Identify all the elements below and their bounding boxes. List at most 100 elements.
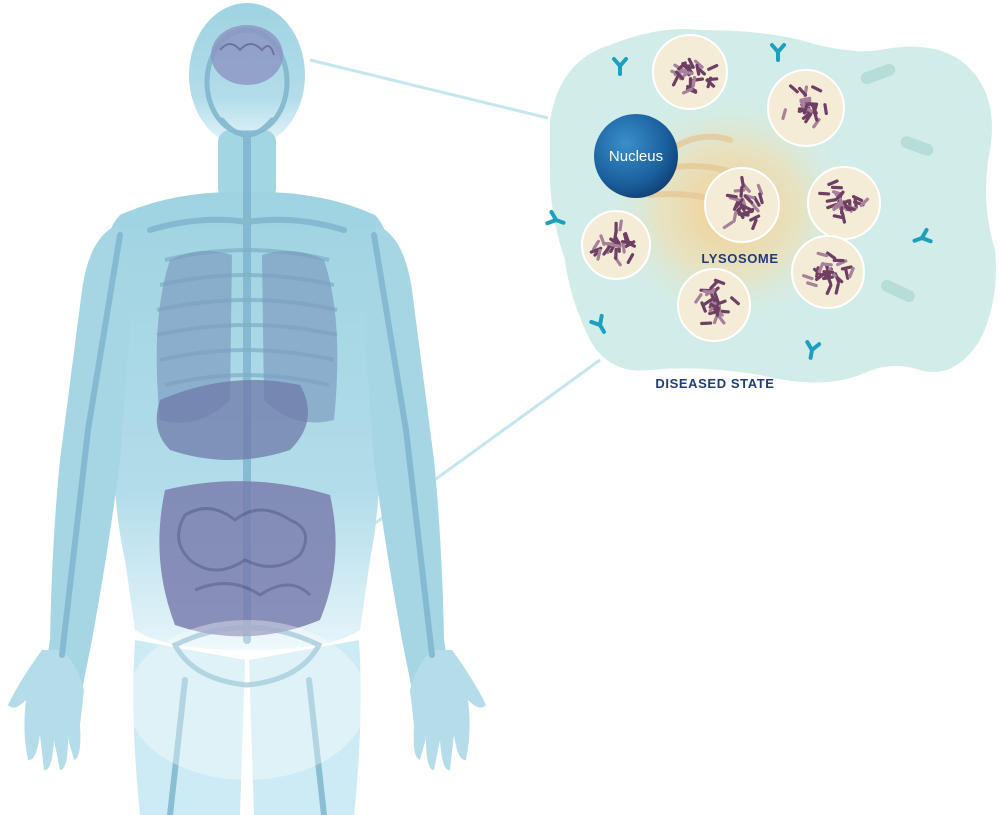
lysosome: [581, 210, 651, 280]
substrate-rod: [812, 109, 819, 122]
substrate-rod: [848, 266, 855, 279]
substrate-rod: [832, 258, 845, 263]
liver-stomach: [156, 380, 308, 460]
nucleus-label: Nucleus: [609, 148, 663, 165]
substrate-rod: [681, 70, 694, 75]
receptor-icon: [612, 57, 628, 76]
substrate-rod: [802, 274, 814, 281]
substrate-rod: [818, 191, 831, 196]
brain: [211, 25, 283, 85]
substrate-rod: [732, 211, 738, 223]
substrate-rod: [700, 321, 713, 326]
substrate-rod: [840, 211, 847, 224]
substrate-rod: [673, 68, 685, 77]
diseased-state-label: DISEASED STATE: [655, 376, 774, 391]
substrate-rod: [812, 117, 821, 129]
pelvis-glow: [127, 620, 367, 780]
substrate-rod: [804, 112, 813, 124]
substrate-rod: [833, 199, 844, 209]
receptor-group: [545, 43, 933, 360]
substrate-rod: [609, 237, 620, 246]
substrate-rod: [687, 57, 695, 69]
substrate-rod: [830, 185, 843, 190]
substrate-rod: [702, 298, 713, 307]
substrate-rod: [749, 214, 761, 222]
substrate-rod: [713, 291, 720, 303]
substrate-rod: [788, 84, 799, 94]
substrate-rod: [592, 239, 601, 251]
substrate-rod: [799, 96, 812, 102]
substrate-rod: [602, 245, 611, 256]
substrate-rod: [739, 185, 744, 198]
substrate-rod: [811, 85, 823, 93]
substrate-rod: [730, 296, 740, 306]
substrate-rod: [851, 194, 864, 203]
substrate-rod: [859, 197, 870, 208]
substrate-rod: [835, 190, 845, 201]
substrate-rod: [758, 192, 764, 205]
substrate-rod: [609, 243, 622, 248]
substrate-rod: [725, 193, 738, 199]
substrate-rod: [822, 270, 835, 274]
substrate-rod: [671, 75, 680, 87]
substrate-rod: [738, 200, 746, 212]
substrate-rod: [750, 202, 760, 213]
substrate-rod: [840, 265, 853, 271]
substrate-rod: [743, 194, 754, 205]
substrate-rod: [844, 205, 856, 212]
substrate-rod: [691, 75, 697, 88]
substrate-rod: [832, 202, 843, 211]
substrate-rod: [781, 108, 787, 121]
substrate-rod: [694, 293, 703, 304]
substrate-rod: [613, 229, 618, 241]
substrate-rod: [681, 87, 694, 95]
substrate-rod: [815, 266, 820, 279]
substrate-rod: [826, 202, 838, 210]
substrate-rod: [832, 214, 845, 220]
lysosome: [807, 166, 881, 240]
substrate-rod: [806, 281, 818, 288]
substrate-rod: [709, 302, 721, 311]
substrate-rod: [717, 314, 726, 325]
substrate-rod: [816, 251, 829, 258]
substrate-rod: [626, 253, 635, 265]
substrate-rod: [693, 59, 704, 69]
receptor-icon: [545, 209, 566, 226]
substrate-rod: [614, 247, 618, 260]
substrate-rod: [736, 208, 745, 220]
substrate-rod: [596, 248, 602, 261]
intestines: [159, 481, 336, 637]
skeleton: [59, 27, 435, 815]
substrate-rod: [740, 175, 745, 188]
substrate-rod: [825, 198, 838, 203]
lysosome-label: LYSOSOME: [701, 251, 778, 266]
substrate-rod: [742, 209, 754, 216]
substrate-rod: [722, 220, 734, 230]
lysosome: [791, 235, 865, 309]
substrate-rod: [827, 179, 839, 187]
substrate-rod: [751, 218, 758, 231]
substrate-rod: [798, 86, 808, 97]
substrate-rod: [702, 289, 715, 295]
substrate-rod: [844, 268, 850, 280]
substrate-rod: [618, 219, 623, 232]
substrate-rod: [801, 111, 813, 120]
substrate-rod: [707, 63, 719, 71]
substrate-rod: [834, 282, 840, 295]
substrate-rod: [683, 64, 694, 74]
substrate-rod: [700, 301, 707, 313]
substrate-rod: [825, 251, 837, 260]
substrate-rod: [621, 241, 626, 254]
lysosome: [704, 167, 780, 243]
substrate-rod: [802, 102, 809, 115]
substrate-rod: [822, 275, 835, 281]
lysosome: [677, 268, 751, 342]
lungs: [156, 251, 338, 423]
receptor-icon: [589, 313, 606, 334]
lysosome-group: [581, 34, 881, 342]
substrate-rod: [677, 61, 687, 71]
receptor-icon: [805, 340, 822, 360]
substrate-rod: [709, 280, 719, 290]
lysosome: [652, 34, 728, 110]
